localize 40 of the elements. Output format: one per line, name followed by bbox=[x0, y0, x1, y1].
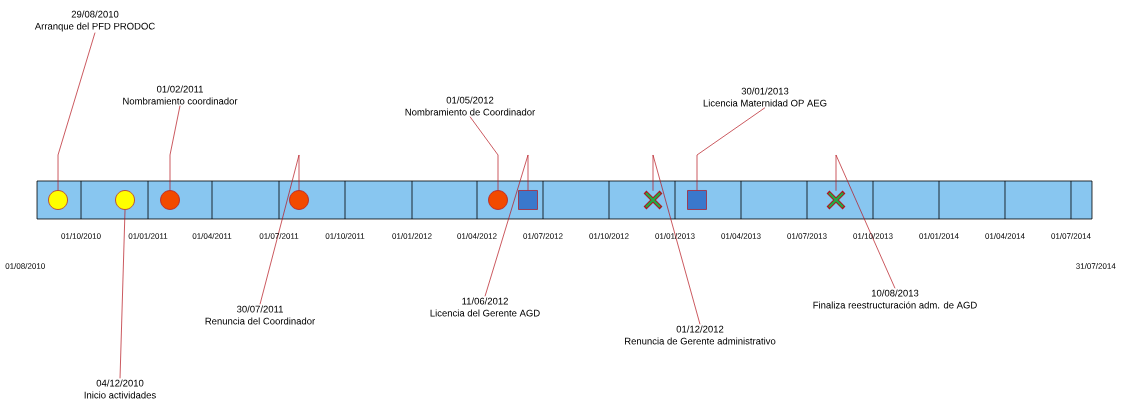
cross-marker bbox=[643, 190, 663, 210]
event-label: 30/07/2011 Renuncia del Coordinador bbox=[205, 305, 315, 325]
circle-marker bbox=[289, 190, 309, 210]
leader-line bbox=[259, 154, 300, 305]
leader-line bbox=[57, 32, 96, 191]
event-label: 04/12/2010 Inicio actividades bbox=[84, 379, 156, 399]
circle-marker bbox=[115, 190, 135, 210]
square-marker bbox=[687, 190, 707, 210]
date-label: 01/01/2011 bbox=[128, 233, 168, 239]
date-label: 01/08/2010 bbox=[5, 263, 45, 269]
leader-line bbox=[469, 116, 499, 191]
date-label: 01/10/2010 bbox=[61, 233, 101, 239]
leader-line bbox=[484, 154, 529, 297]
leader-line bbox=[835, 154, 896, 289]
date-label: 01/01/2014 bbox=[919, 233, 959, 239]
date-label: 31/07/2014 bbox=[1076, 263, 1116, 269]
circle-marker bbox=[48, 190, 68, 210]
circle-marker bbox=[488, 190, 508, 210]
event-label: 29/08/2010 Arranque del PFD PRODOC bbox=[34, 10, 155, 32]
date-label: 01/04/2012 bbox=[457, 233, 497, 239]
date-label: 01/01/2012 bbox=[392, 233, 432, 239]
leader-line bbox=[652, 154, 701, 325]
date-label: 01/07/2012 bbox=[523, 233, 563, 239]
date-label: 01/01/2013 bbox=[655, 233, 695, 239]
leader-line bbox=[696, 107, 766, 191]
date-label: 01/07/2014 bbox=[1051, 233, 1091, 239]
date-label: 01/10/2011 bbox=[325, 233, 365, 239]
leader-line bbox=[169, 105, 181, 191]
event-label: 01/02/2011 Nombramiento coordinador bbox=[123, 85, 238, 105]
square-marker bbox=[518, 190, 538, 210]
event-label: 11/06/2012 Licencia del Gerente AGD bbox=[430, 297, 540, 317]
date-label: 01/04/2014 bbox=[985, 233, 1025, 239]
date-label: 01/10/2013 bbox=[853, 233, 893, 239]
event-label: 01/05/2012 Nombramiento de Coordinador bbox=[405, 96, 536, 116]
event-label: 30/01/2013 Licencia Maternidad OP AEG bbox=[703, 87, 827, 107]
event-label: 01/12/2012 Renuncia de Gerente administrativo bbox=[625, 325, 776, 345]
cross-marker bbox=[826, 190, 846, 210]
circle-marker bbox=[160, 190, 180, 210]
leader-line bbox=[119, 209, 126, 379]
event-label: 10/08/2013 Finaliza reestructuración adm. de AGD bbox=[813, 289, 977, 309]
